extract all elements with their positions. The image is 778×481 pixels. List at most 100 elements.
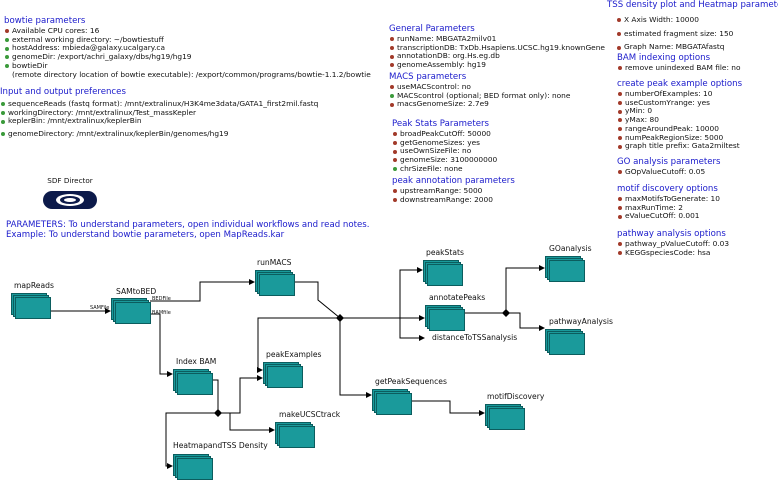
param-graph-name[interactable]: Graph Name: MBGATAfastq <box>616 43 733 52</box>
param-number-of-examples[interactable]: numberOfExamples: 10 <box>617 89 742 99</box>
node-samtobed[interactable] <box>111 298 151 324</box>
param-remove-unindexed-bam[interactable]: remove unindexed BAM file: no <box>617 63 741 73</box>
peak-example-title: create peak example options <box>617 79 743 89</box>
param-max-run-time[interactable]: maxRunTime: 2 <box>617 203 720 213</box>
param-fragment-size[interactable]: estimated fragment size: 150 <box>616 29 733 39</box>
peak-stats-title: Peak Stats Parameters <box>392 119 489 129</box>
junction-annotate <box>502 309 510 317</box>
param-pathway-pvalue-cutoff[interactable]: pathway_pValueCutoff: 0.03 <box>617 239 729 249</box>
node-peakexamples[interactable] <box>263 362 303 388</box>
node-getpeaksequences[interactable] <box>372 389 412 415</box>
peak-example-panel: create peak example options numberOfExam… <box>617 79 742 151</box>
node-pathwayanalysis[interactable] <box>545 329 585 355</box>
node-motifdiscovery[interactable] <box>485 404 525 430</box>
node-label-makeucsctrack: makeUCSCtrack <box>279 410 341 419</box>
node-label-runmacs: runMACS <box>257 258 292 267</box>
param-host-address[interactable]: hostAddress: mbieda@galaxy.ucalgary.ca <box>4 44 371 53</box>
node-mapreads[interactable] <box>11 293 51 319</box>
wire-indexbam-ucsc <box>218 412 275 433</box>
node-label-pathwayanalysis: pathwayAnalysis <box>549 317 613 326</box>
wire-indexbam-peakexamples <box>218 375 263 414</box>
peak-annotation-title: peak annotation parameters <box>392 176 515 186</box>
motif-discovery-title: motif discovery options <box>617 184 718 194</box>
param-genome-directory[interactable]: genomeDirectory: /mnt/extralinux/keplerB… <box>0 129 318 139</box>
param-kegg-species-code[interactable]: KEGGspeciesCode: hsa <box>617 248 729 258</box>
port-bedfile: BEDFile <box>152 296 171 302</box>
node-heatmap[interactable] <box>173 454 213 480</box>
param-run-name[interactable]: runName: MBGATA2milv01 <box>389 34 605 44</box>
wire-runmacs-junction <box>293 281 341 319</box>
tss-parameters-panel: TSS density plot and Heatmap parameters <box>607 0 778 11</box>
parameters-note-line-1: PARAMETERS: To understand parameters, op… <box>6 220 370 230</box>
param-ymin[interactable]: yMin: 0 <box>617 107 742 116</box>
node-label-annotatepeaks: annotatePeaks <box>429 293 486 302</box>
param-working-directory[interactable]: workingDirectory: /mnt/extralinux/Test_m… <box>0 108 318 118</box>
param-sequence-reads[interactable]: sequenceReads (fastq format): /mnt/extra… <box>0 99 318 109</box>
node-makeucsctrack[interactable] <box>275 422 315 448</box>
param-go-pvalue-cutoff[interactable]: GOpValueCutoff: 0.05 <box>617 167 721 177</box>
sdf-director-icon <box>43 191 97 209</box>
node-goanalysis[interactable] <box>545 256 585 282</box>
tss-parameters-list: X Axis Width: 10000 estimated fragment s… <box>616 15 733 52</box>
sdf-director-label: SDF Director <box>47 176 93 185</box>
peak-annotation-panel: peak annotation parameters upstreamRange… <box>392 176 515 204</box>
param-max-motifs[interactable]: maxMotifsToGenerate: 10 <box>617 194 720 204</box>
parameters-note: PARAMETERS: To understand parameters, op… <box>6 220 369 241</box>
param-external-working-directory[interactable]: external working directory: ~/bowtiestuf… <box>4 35 371 45</box>
param-use-custom-yrange[interactable]: useCustomYrange: yes <box>617 98 742 108</box>
param-x-axis-width[interactable]: X Axis Width: 10000 <box>616 15 733 25</box>
param-cpu-cores[interactable]: Available CPU cores: 16 <box>4 26 371 36</box>
param-range-around-peak[interactable]: rangeAroundPeak: 10000 <box>617 124 742 134</box>
general-parameters-panel: General Parameters runName: MBGATA2milv0… <box>389 24 605 70</box>
param-bowtie-dir[interactable]: bowtieDir <box>4 61 371 71</box>
pathway-analysis-panel: pathway analysis options pathway_pValueC… <box>617 229 729 257</box>
param-downstream-range[interactable]: downstreamRange: 2000 <box>392 195 515 205</box>
wire-junction-distance <box>399 318 425 341</box>
node-label-distancetotss: distanceToTSSanalysis <box>432 333 518 342</box>
param-genome-size[interactable]: genomeSize: 3100000000 <box>392 155 497 165</box>
node-indexbam[interactable] <box>173 369 213 395</box>
param-kepler-bin[interactable]: keplerBin: /mnt/extralinux/keplerBin <box>0 117 318 126</box>
parameters-note-line-2: Example: To understand bowtie parameters… <box>6 230 285 241</box>
node-label-mapreads: mapReads <box>14 281 54 290</box>
io-preferences-panel: Input and output preferences sequenceRea… <box>0 87 318 139</box>
wire-annotate-pathway <box>506 312 545 331</box>
param-broad-peak-cutoff[interactable]: broadPeakCutOff: 50000 <box>392 129 497 139</box>
sdf-director[interactable]: SDF Director <box>40 176 100 216</box>
node-peakstats[interactable] <box>423 260 463 286</box>
param-get-genome-sizes[interactable]: getGenomeSizes: yes <box>392 138 497 148</box>
param-use-own-size-file[interactable]: useOwnSizeFile: no <box>392 147 497 156</box>
param-ymax[interactable]: yMax: 80 <box>617 115 742 125</box>
param-annotation-db[interactable]: annotationDB: org.Hs.eg.db <box>389 52 605 61</box>
wire-samtobed-runmacs <box>150 279 255 302</box>
wire-annotate-go <box>505 265 545 313</box>
tss-parameters-title: TSS density plot and Heatmap parameters <box>607 0 778 10</box>
node-label-samtobed: SAMtoBED <box>116 287 157 296</box>
node-label-getpeaksequences: getPeakSequences <box>375 377 447 386</box>
wire-indexbam-junction <box>212 379 219 413</box>
param-graph-title-prefix[interactable]: graph title prefix: Gata2miltest <box>617 142 742 151</box>
wire-junction-peakexamples <box>257 317 340 373</box>
peak-stats-panel: Peak Stats Parameters broadPeakCutOff: 5… <box>392 119 497 174</box>
param-genome-assembly[interactable]: genomeAssembly: hg19 <box>389 60 605 70</box>
param-evalue-cutoff[interactable]: eValueCutOff: 0.001 <box>617 212 720 221</box>
node-runmacs[interactable] <box>255 270 295 296</box>
param-transcription-db[interactable]: transcriptionDB: TxDb.Hsapiens.UCSC.hg19… <box>389 43 605 53</box>
param-num-peak-region-size[interactable]: numPeakRegionSize: 5000 <box>617 133 742 143</box>
macs-parameters-title: MACS parameters <box>389 72 467 82</box>
wire-junction-peakstats <box>340 267 423 319</box>
go-analysis-title: GO analysis parameters <box>617 157 721 167</box>
param-chr-size-file[interactable]: chrSizeFile: none <box>392 164 497 174</box>
param-macs-genome-size[interactable]: macsGenomeSize: 2.7e9 <box>389 100 570 109</box>
macs-parameters-panel: MACS parameters useMACScontrol: no MACSc… <box>389 72 570 109</box>
node-annotatepeaks[interactable] <box>425 305 465 331</box>
wire-samtobed-indexbam <box>150 313 173 377</box>
pathway-analysis-title: pathway analysis options <box>617 229 726 239</box>
wire-indexbam-heatmap <box>165 412 218 469</box>
param-genome-dir[interactable]: genomeDir: /export/achri_galaxy/dbs/hg19… <box>4 52 371 62</box>
param-macs-control[interactable]: MACScontrol (optional; BED format only):… <box>389 91 570 101</box>
bam-indexing-panel: BAM indexing options remove unindexed BA… <box>617 53 741 73</box>
param-use-macs-control[interactable]: useMACScontrol: no <box>389 82 570 92</box>
param-upstream-range[interactable]: upstreamRange: 5000 <box>392 186 515 196</box>
